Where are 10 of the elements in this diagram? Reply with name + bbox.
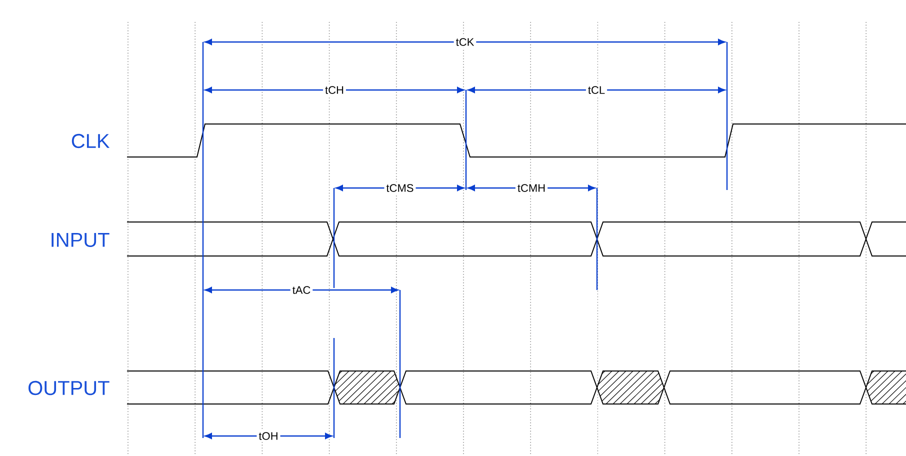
dimension-label: tCK [454,36,476,48]
dimension-label: tAC [290,284,313,296]
dimension-label: tCMS [384,182,416,194]
dimension-label: tCL [586,84,608,96]
dimension-label: tCMH [515,182,548,194]
dimension-label: tCH [323,84,346,96]
dimension-label: tOH [256,430,280,442]
signal-name: CLK [72,134,110,148]
signal-name: OUTPUT [28,380,110,396]
signal-name: INPUT [52,233,110,247]
